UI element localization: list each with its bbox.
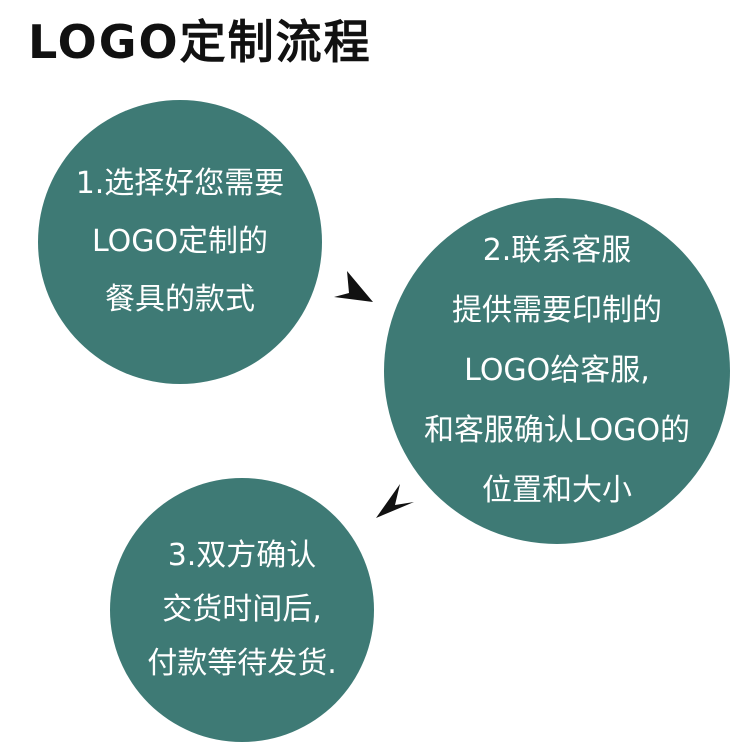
step-1-line-3: 餐具的款式	[105, 282, 255, 317]
step-2-line-4: 和客服确认LOGO的	[423, 413, 691, 448]
arrow-head-icon	[334, 271, 373, 302]
step-2-line-1: 2.联系客服	[482, 233, 632, 268]
step-2-line-3: LOGO给客服,	[464, 353, 650, 388]
step-2-line-2: 提供需要印制的	[452, 293, 662, 328]
step-3-line-2: 交货时间后,	[162, 592, 322, 627]
page-title: LOGO定制流程	[28, 15, 372, 69]
step-1-circle: 1.选择好您需要 LOGO定制的 餐具的款式	[38, 100, 322, 384]
step-1-line-2: LOGO定制的	[91, 224, 269, 259]
step-3-line-3: 付款等待发货.	[147, 646, 337, 681]
step-3-circle: 3.双方确认 交货时间后, 付款等待发货.	[110, 478, 374, 742]
step-3-line-1: 3.双方确认	[167, 538, 317, 573]
step-1-line-1: 1.选择好您需要	[75, 166, 285, 201]
arrow-head-icon	[376, 484, 414, 518]
step-2-circle: 2.联系客服 提供需要印制的 LOGO给客服, 和客服确认LOGO的 位置和大小	[384, 198, 730, 544]
step-2-line-5: 位置和大小	[482, 473, 632, 508]
